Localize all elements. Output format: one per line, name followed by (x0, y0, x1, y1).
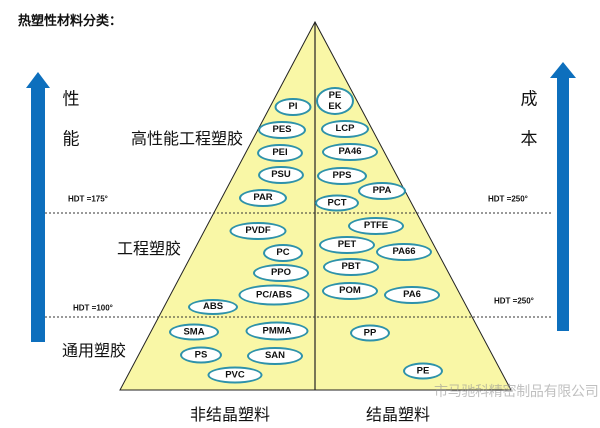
material-PVDF: PVDF (229, 222, 287, 240)
material-SAN: SAN (247, 347, 303, 365)
cost-arrow-icon (550, 62, 576, 331)
axis-cost-char-2: 本 (520, 129, 538, 150)
material-PMMA: PMMA (245, 321, 309, 341)
material-PC: PC (263, 244, 303, 262)
material-PEI: PEI (257, 144, 303, 162)
watermark: 市马驰科精密制品有限公司 (434, 384, 599, 400)
material-PP: PP (350, 324, 390, 342)
material-PS: PS (180, 346, 222, 364)
performance-arrow-icon (26, 72, 50, 342)
column-crystalline: 结晶塑料 (365, 405, 431, 424)
hdt-right-upper: HDT =250° (488, 194, 528, 204)
material-LCP: LCP (321, 120, 369, 138)
column-amorphous: 非结晶塑料 (189, 405, 271, 424)
category-high-performance: 高性能工程塑胶 (130, 129, 244, 148)
material-PVC: PVC (207, 366, 263, 384)
diagram-title: 热塑性材料分类： (18, 14, 123, 29)
material-PET: PET (319, 236, 375, 254)
axis-performance-char-1: 性 (62, 89, 80, 110)
material-PCT: PCT (315, 194, 359, 212)
category-engineering: 工程塑胶 (116, 239, 182, 258)
material-PPO: PPO (253, 264, 309, 282)
category-general: 通用塑胶 (61, 341, 127, 360)
material-SMA: SMA (169, 323, 219, 341)
hdt-right-lower: HDT =250° (494, 296, 534, 306)
material-PC-ABS: PC/ABS (238, 284, 310, 306)
material-PAR: PAR (239, 189, 287, 207)
material-PA6: PA6 (384, 286, 440, 304)
hdt-left-upper: HDT =175° (68, 194, 108, 204)
material-ABS: ABS (188, 299, 238, 315)
axis-cost-char-1: 成 (520, 89, 538, 110)
hdt-left-lower: HDT =100° (73, 303, 113, 313)
material-PE: PE (403, 362, 443, 380)
material-PPA: PPA (358, 182, 406, 200)
material-PA46: PA46 (322, 143, 378, 161)
material-PES: PES (258, 121, 306, 139)
material-POM: POM (322, 282, 378, 300)
material-PA66: PA66 (376, 243, 432, 261)
material-PI: PI (274, 98, 312, 116)
material-PSU: PSU (258, 166, 304, 184)
axis-performance-char-2: 能 (62, 129, 80, 150)
material-PEEK: PE EK (316, 87, 354, 115)
material-PPS: PPS (317, 167, 367, 185)
material-PTFE: PTFE (348, 217, 404, 235)
material-PBT: PBT (323, 258, 379, 276)
